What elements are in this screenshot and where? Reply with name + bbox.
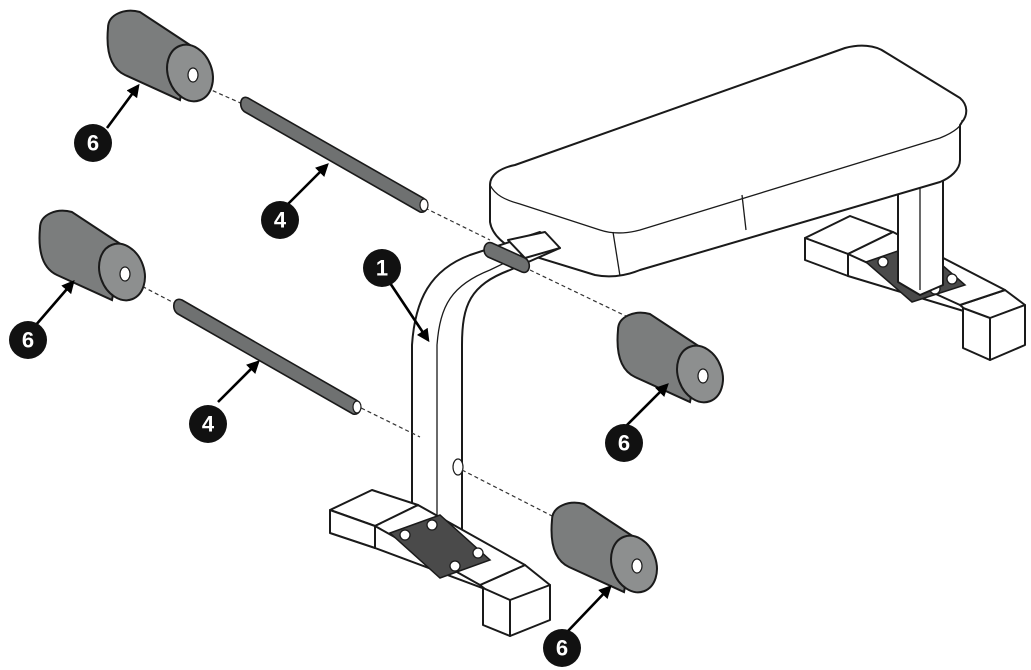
callout-number: 1: [376, 256, 388, 281]
callout-4-upper: 4: [261, 201, 299, 239]
rod-stub-seat: [483, 241, 531, 274]
callout-6-lower-left: 6: [9, 321, 47, 359]
foam-pad-upper-right: [616, 311, 724, 404]
callout-number: 6: [618, 431, 630, 456]
callout-number: 4: [274, 208, 287, 233]
callout-number: 6: [87, 131, 99, 156]
callout-4-lower: 4: [189, 405, 227, 443]
foam-pad-lower-right: [550, 501, 658, 594]
rod-upper: [239, 96, 429, 213]
front-upright: [411, 231, 561, 549]
callout-arrows: [34, 83, 669, 632]
foam-pad-lower-left: [38, 209, 146, 302]
callout-1: 1: [363, 249, 401, 287]
rod-lower: [173, 298, 362, 415]
front-mount-plate: [388, 514, 492, 579]
callout-number: 4: [202, 412, 215, 437]
callout-6-upper-right: 6: [605, 424, 643, 462]
callout-6-lower-right: 6: [543, 629, 581, 667]
foam-pad-upper-left: [106, 9, 214, 103]
callout-number: 6: [22, 328, 34, 353]
callout-6-upper-left: 6: [74, 124, 112, 162]
callout-number: 6: [556, 636, 568, 661]
